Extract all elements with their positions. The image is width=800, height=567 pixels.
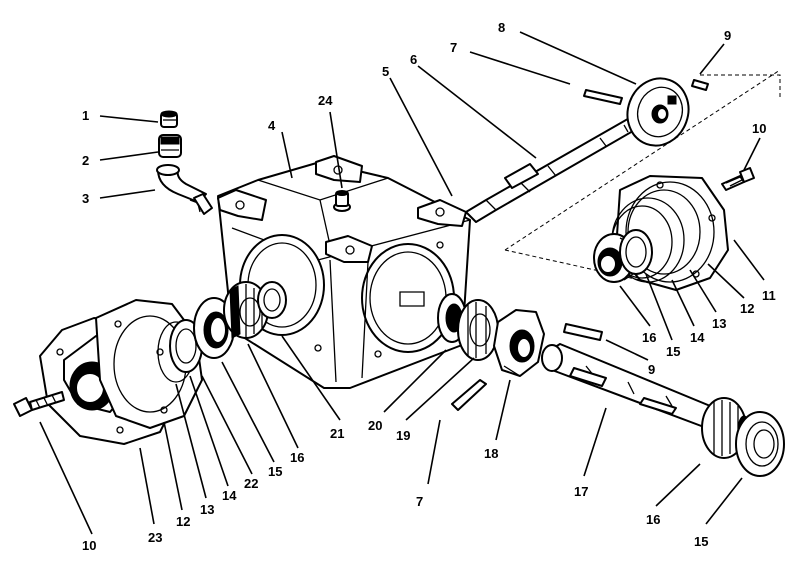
leader-14b [189, 375, 229, 487]
leader-16b [247, 343, 299, 449]
callout-15-bottom-right: 15 [694, 534, 708, 549]
callout-9-bottom: 9 [648, 362, 655, 377]
callout-21: 21 [330, 426, 344, 441]
leader-1 [99, 115, 159, 123]
callout-16-bottom-right: 16 [646, 512, 660, 527]
leader-3 [99, 189, 156, 199]
leader-2 [99, 151, 159, 161]
part-8-hub [626, 77, 690, 147]
part-16-bearing-cone-left [223, 281, 269, 339]
callout-7-top: 7 [450, 40, 457, 55]
leader-15c [705, 477, 743, 525]
leader-lines [39, 31, 765, 535]
callout-17: 17 [574, 484, 588, 499]
leader-9a [699, 43, 725, 75]
leader-12b [163, 421, 183, 511]
leader-16a [619, 285, 651, 327]
leader-20 [383, 349, 447, 413]
part-9-key-top [691, 79, 709, 91]
leader-9b [605, 339, 649, 361]
part-2-fitting [158, 134, 182, 158]
callout-11: 11 [762, 288, 776, 303]
leader-13a [689, 269, 717, 313]
leader-22 [201, 375, 253, 475]
callout-23: 23 [148, 530, 162, 545]
callout-10-top: 10 [752, 121, 766, 136]
callout-6: 6 [410, 52, 417, 67]
callout-9-top: 9 [724, 28, 731, 43]
callout-24: 24 [318, 93, 333, 108]
leader-13b [175, 383, 207, 499]
callout-13-left: 13 [200, 502, 214, 517]
callout-16-right: 16 [642, 330, 656, 345]
callout-15-left: 15 [268, 464, 282, 479]
leader-18 [495, 379, 511, 441]
part-10-bolt-bottom [13, 391, 65, 417]
leader-6 [417, 65, 537, 159]
callout-labels: 1 2 3 4 24 5 6 7 8 9 10 11 12 13 14 15 1… [82, 20, 776, 553]
callout-12-left: 12 [176, 514, 190, 529]
part-15-bearing-cup-bottom [735, 411, 785, 477]
part-17-output-shaft [541, 343, 721, 431]
callout-13-right: 13 [712, 316, 726, 331]
leader-8 [519, 31, 637, 85]
alignment-line [504, 69, 781, 251]
leader-7b [427, 419, 441, 485]
leader-12a [707, 263, 745, 299]
leader-15b [221, 361, 275, 463]
leader-7a [469, 51, 571, 85]
part-7-key-bottom [451, 379, 487, 411]
callout-12-right: 12 [740, 301, 754, 316]
leader-17 [583, 407, 607, 477]
callout-8: 8 [498, 20, 505, 35]
alignment-line [700, 74, 781, 100]
part-6-input-shaft [465, 111, 653, 223]
leader-10b [39, 421, 93, 535]
callout-4: 4 [268, 118, 276, 133]
part-15-bearing-cup-right [619, 229, 653, 275]
leader-16c [655, 463, 701, 507]
callout-5: 5 [382, 64, 389, 79]
part-18-hub [493, 309, 545, 377]
part-19-bearing [457, 299, 499, 361]
leader-15a [645, 273, 673, 341]
callout-14-left: 14 [222, 488, 237, 503]
part-10-bolt-top [721, 167, 755, 191]
leader-4 [281, 131, 293, 179]
leader-10a [743, 137, 761, 171]
callout-7-bottom: 7 [416, 494, 423, 509]
callout-14-right: 14 [690, 330, 705, 345]
leader-23 [139, 447, 155, 525]
callout-19: 19 [396, 428, 410, 443]
callout-3: 3 [82, 191, 89, 206]
callout-16-left: 16 [290, 450, 304, 465]
leader-24 [329, 111, 343, 189]
leader-11 [733, 239, 765, 281]
part-9-key-bottom [563, 323, 603, 341]
part-1-fitting-cap [160, 110, 178, 128]
part-7-key-top [583, 89, 623, 105]
callout-10-bottom: 10 [82, 538, 96, 553]
callout-2: 2 [82, 153, 89, 168]
leader-5 [389, 77, 453, 197]
callout-15-right: 15 [666, 344, 680, 359]
part-21-ring [257, 281, 287, 319]
callout-22: 22 [244, 476, 258, 491]
leader-21 [281, 335, 341, 421]
part-3-elbow-fitting [156, 164, 213, 215]
callout-1: 1 [82, 108, 89, 123]
callout-20: 20 [368, 418, 382, 433]
callout-18: 18 [484, 446, 498, 461]
leader-19 [405, 357, 475, 421]
part-24-plug [333, 190, 351, 212]
leader-14a [671, 279, 695, 327]
